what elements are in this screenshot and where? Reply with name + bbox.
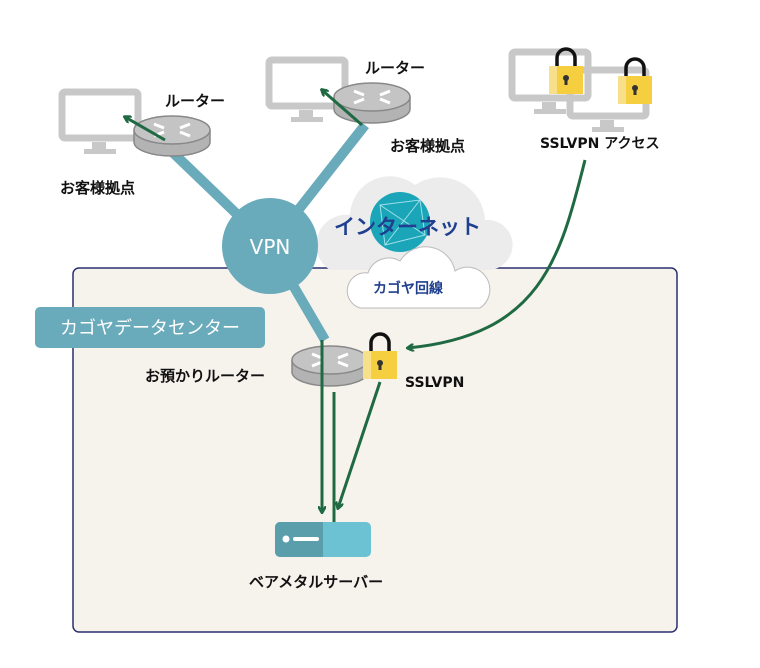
sslvpn-access-label: SSLVPN アクセス xyxy=(540,136,660,152)
datacenter-label-box xyxy=(35,307,265,348)
hosted-router-icon xyxy=(290,344,370,388)
server-label: ベアメタルサーバー xyxy=(249,573,383,591)
sslvpn-label: SSLVPN xyxy=(405,375,464,391)
site1-monitor-icon xyxy=(62,92,138,154)
lock-icon xyxy=(547,47,585,96)
site2-monitor-icon xyxy=(269,60,345,122)
datacenter-arrows xyxy=(322,340,382,522)
vpn-hub xyxy=(222,198,318,294)
datacenter-label: カゴヤデータセンター xyxy=(60,318,240,339)
site1-label: お客様拠点 xyxy=(60,179,135,197)
sslvpn-access-arrow xyxy=(408,159,587,348)
internet-cloud xyxy=(316,176,513,270)
internet-label: インターネット xyxy=(334,215,481,239)
hosted-router-label: お預かりルーター xyxy=(145,367,265,385)
site1-router-icon xyxy=(132,114,212,158)
server-icon xyxy=(275,522,371,557)
lock-icon xyxy=(616,57,654,106)
site2-label: お客様拠点 xyxy=(390,137,465,155)
kagoya-line-cloud xyxy=(346,246,491,309)
site1-router-label: ルーター xyxy=(165,92,225,110)
site2-router-icon xyxy=(332,81,412,125)
kagoya-line-label: カゴヤ回線 xyxy=(373,280,443,297)
vpn-label: VPN xyxy=(250,235,291,259)
site2-router-label: ルーター xyxy=(365,59,425,77)
